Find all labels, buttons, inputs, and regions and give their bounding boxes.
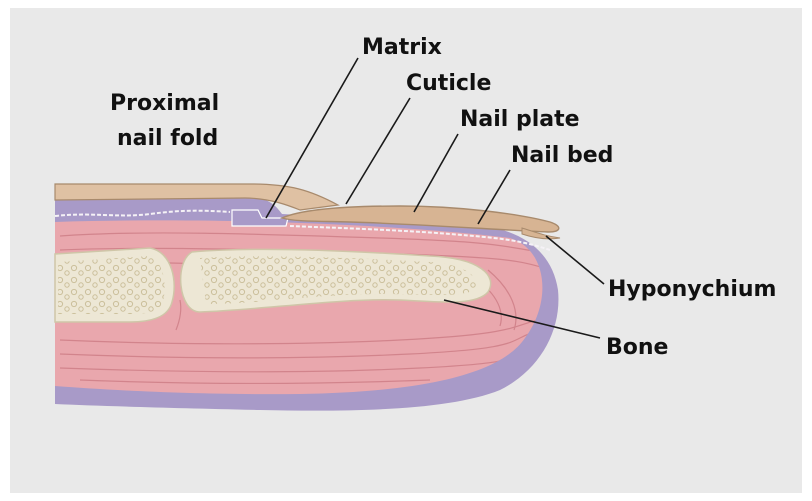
bone-label: Bone [606, 335, 668, 360]
proximal-nail-fold-label-line2: nail fold [117, 126, 218, 151]
nail-plate-label: Nail plate [460, 107, 580, 132]
proximal-nail-fold-label-line1: Proximal [110, 91, 219, 116]
hyponychium-label: Hyponychium [608, 277, 776, 302]
matrix-label: Matrix [362, 35, 442, 60]
middle-bone-trabeculae [58, 256, 165, 314]
nail-bed-label: Nail bed [511, 143, 613, 168]
cuticle-label: Cuticle [406, 71, 491, 96]
